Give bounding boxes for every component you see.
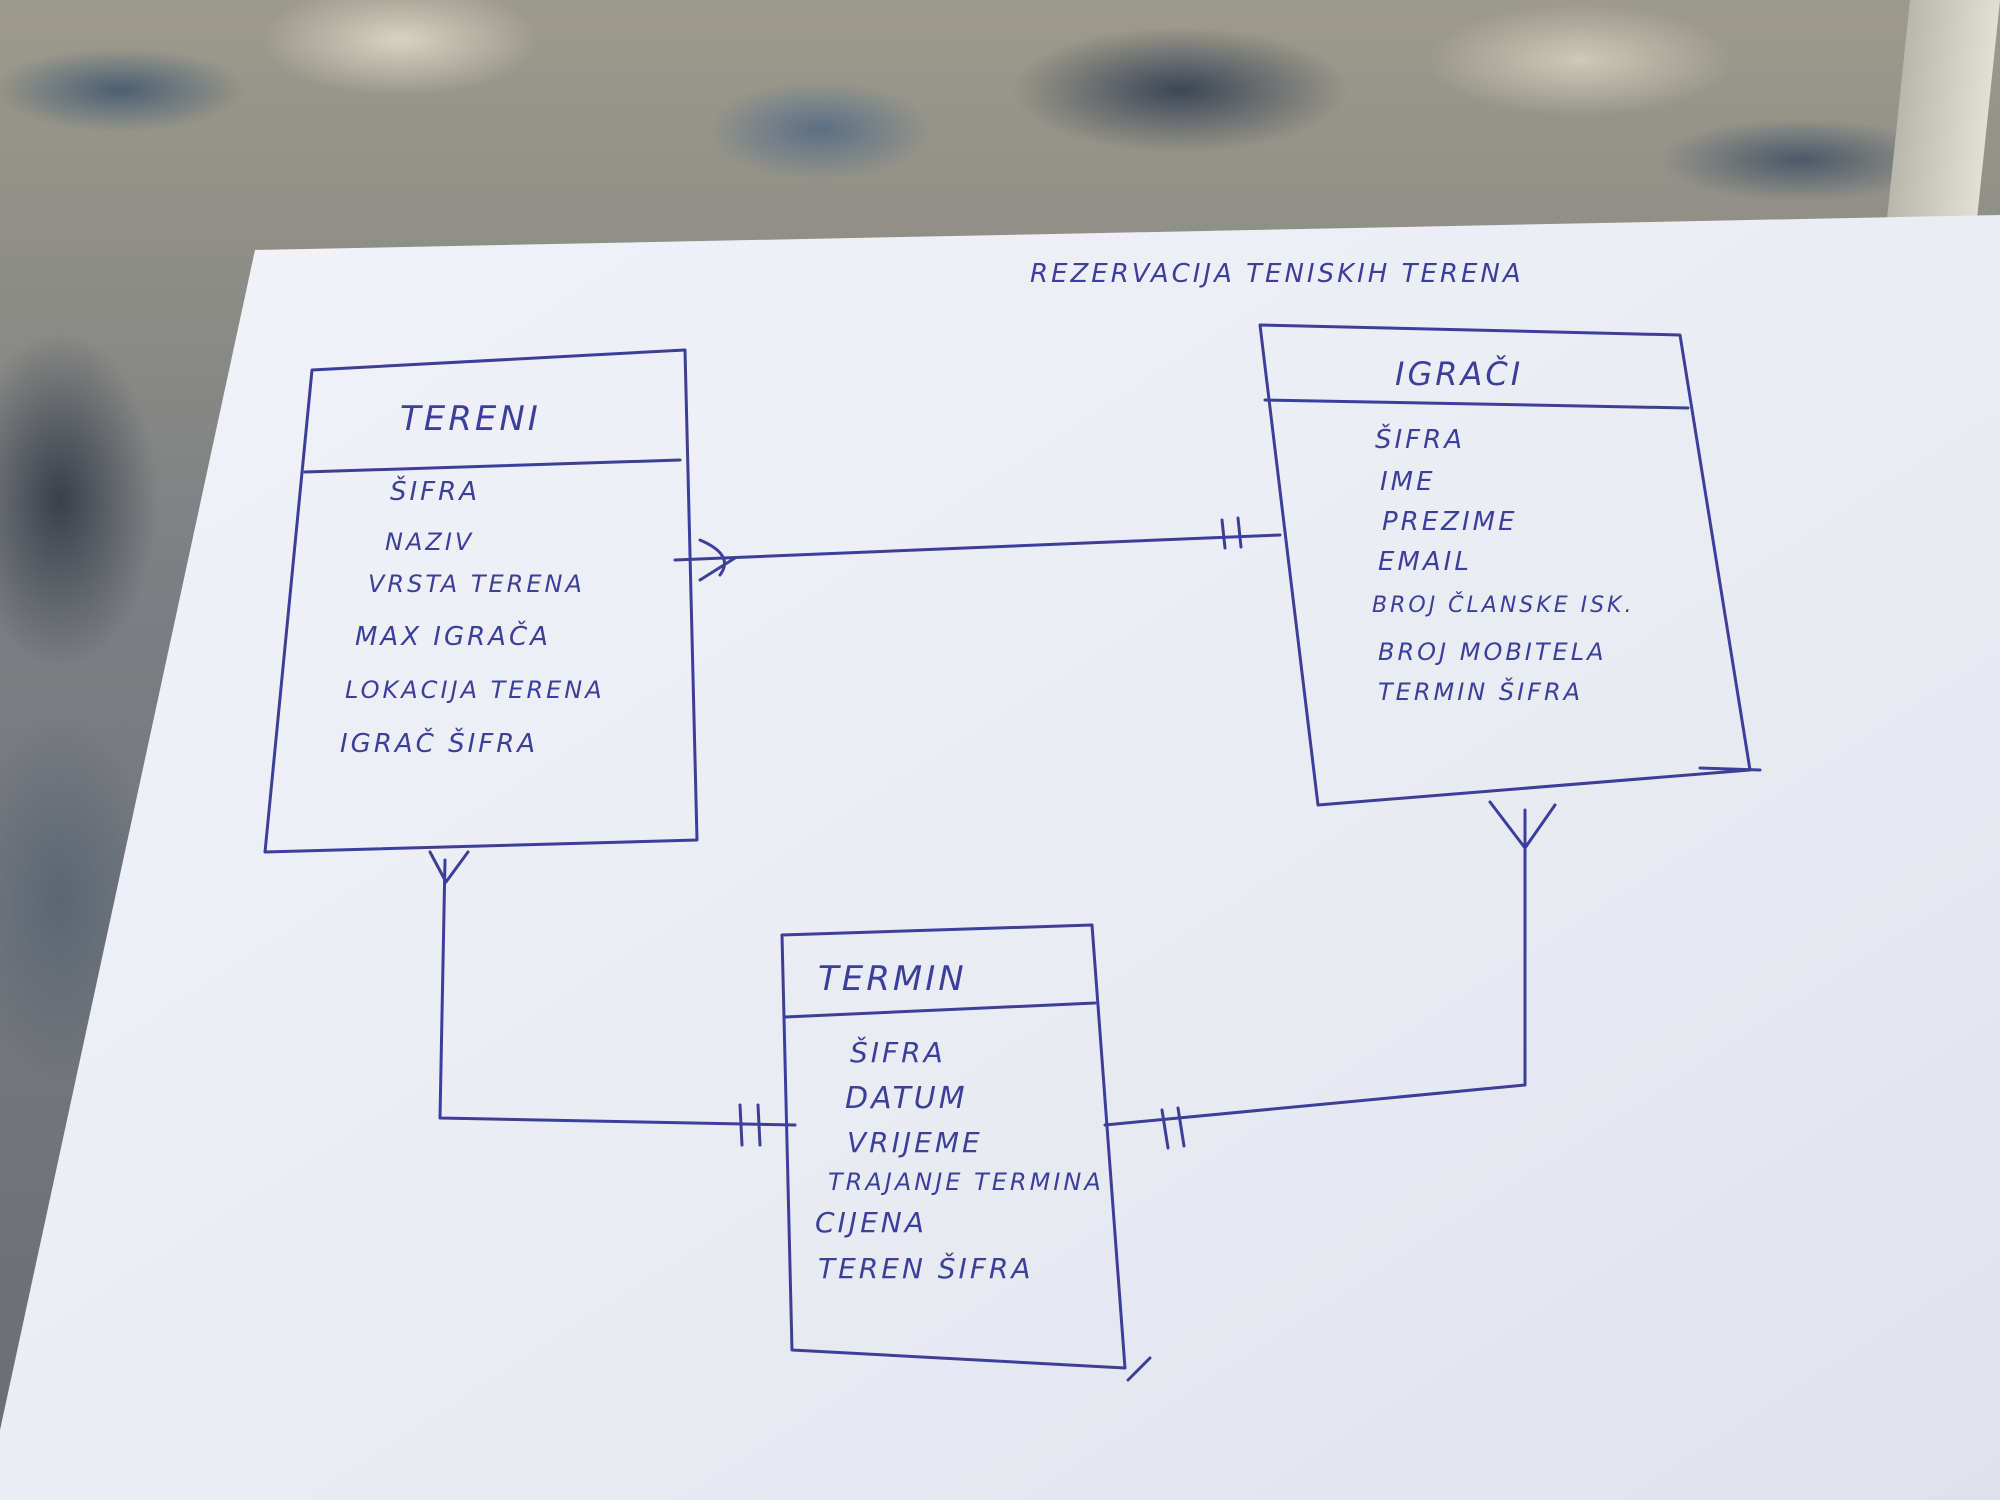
termin-header-divider (783, 1001, 1097, 1019)
tereni-attr-igrac-sifra: IGRAČ ŠIFRA (340, 727, 538, 759)
termin-attr-cijena: CIJENA (815, 1206, 927, 1239)
tereni-header-divider (303, 458, 682, 474)
termin-attr-sifra: ŠIFRA (850, 1035, 946, 1069)
tereni-attr-sifra: ŠIFRA (390, 475, 480, 507)
tereni-box (263, 348, 699, 854)
igraci-attr-prezime: PREZIME (1382, 507, 1518, 537)
igraci-header-divider (1263, 398, 1690, 410)
tereni-attr-naziv: NAZIV (385, 528, 474, 556)
termin-attr-teren-sifra: TEREN ŠIFRA (818, 1251, 1034, 1285)
igraci-attr-sifra: ŠIFRA (1375, 423, 1465, 455)
termin-attr-datum: DATUM (845, 1081, 968, 1116)
tereni-crowfoot-right (698, 538, 737, 582)
tereni-attr-max-igraca: MAX IGRAČA (355, 620, 551, 652)
tereni-crowfoot-bottom (428, 850, 470, 884)
igraci-attr-ime: IME (1380, 467, 1436, 497)
relation-igraci-termin-line (1103, 808, 1527, 1127)
tereni-entity-name: TERENI (400, 399, 541, 439)
diagram-title: REZERVACIJA TENISKIH TERENA (1030, 259, 1524, 289)
igraci-attr-broj-clanske: BROJ ČLANSKE ISK. (1372, 592, 1634, 618)
termin-attr-vrijeme: VRIJEME (847, 1126, 983, 1159)
igraci-attr-termin-sifra: TERMIN ŠIFRA (1378, 676, 1583, 706)
tereni-attr-lokacija-terena: LOKACIJA TERENA (345, 676, 605, 704)
termin-one-bars-left (738, 1103, 762, 1147)
igraci-crowfoot-bottom (1488, 800, 1557, 850)
termin-attr-trajanje-termina: TRAJANJE TERMINA (828, 1168, 1104, 1196)
paper-surface (0, 215, 2000, 1500)
tereni-attr-vrsta-terena: VRSTA TERENA (368, 570, 585, 598)
igraci-attr-email: EMAIL (1378, 547, 1472, 577)
relation-tereni-igraci-line (673, 533, 1282, 562)
termin-entity-name: TERMIN (818, 959, 967, 999)
termin-box (780, 923, 1127, 1370)
termin-one-bars-right (1160, 1106, 1186, 1150)
igraci-one-bars (1220, 516, 1243, 550)
termin-box-corner-mark (1126, 1356, 1152, 1382)
igraci-entity-name: IGRAČI (1395, 354, 1523, 393)
igraci-box-corner-mark (1698, 766, 1762, 772)
relation-tereni-termin-line (438, 858, 797, 1127)
igraci-attr-broj-mobitela: BROJ MOBITELA (1378, 638, 1607, 666)
